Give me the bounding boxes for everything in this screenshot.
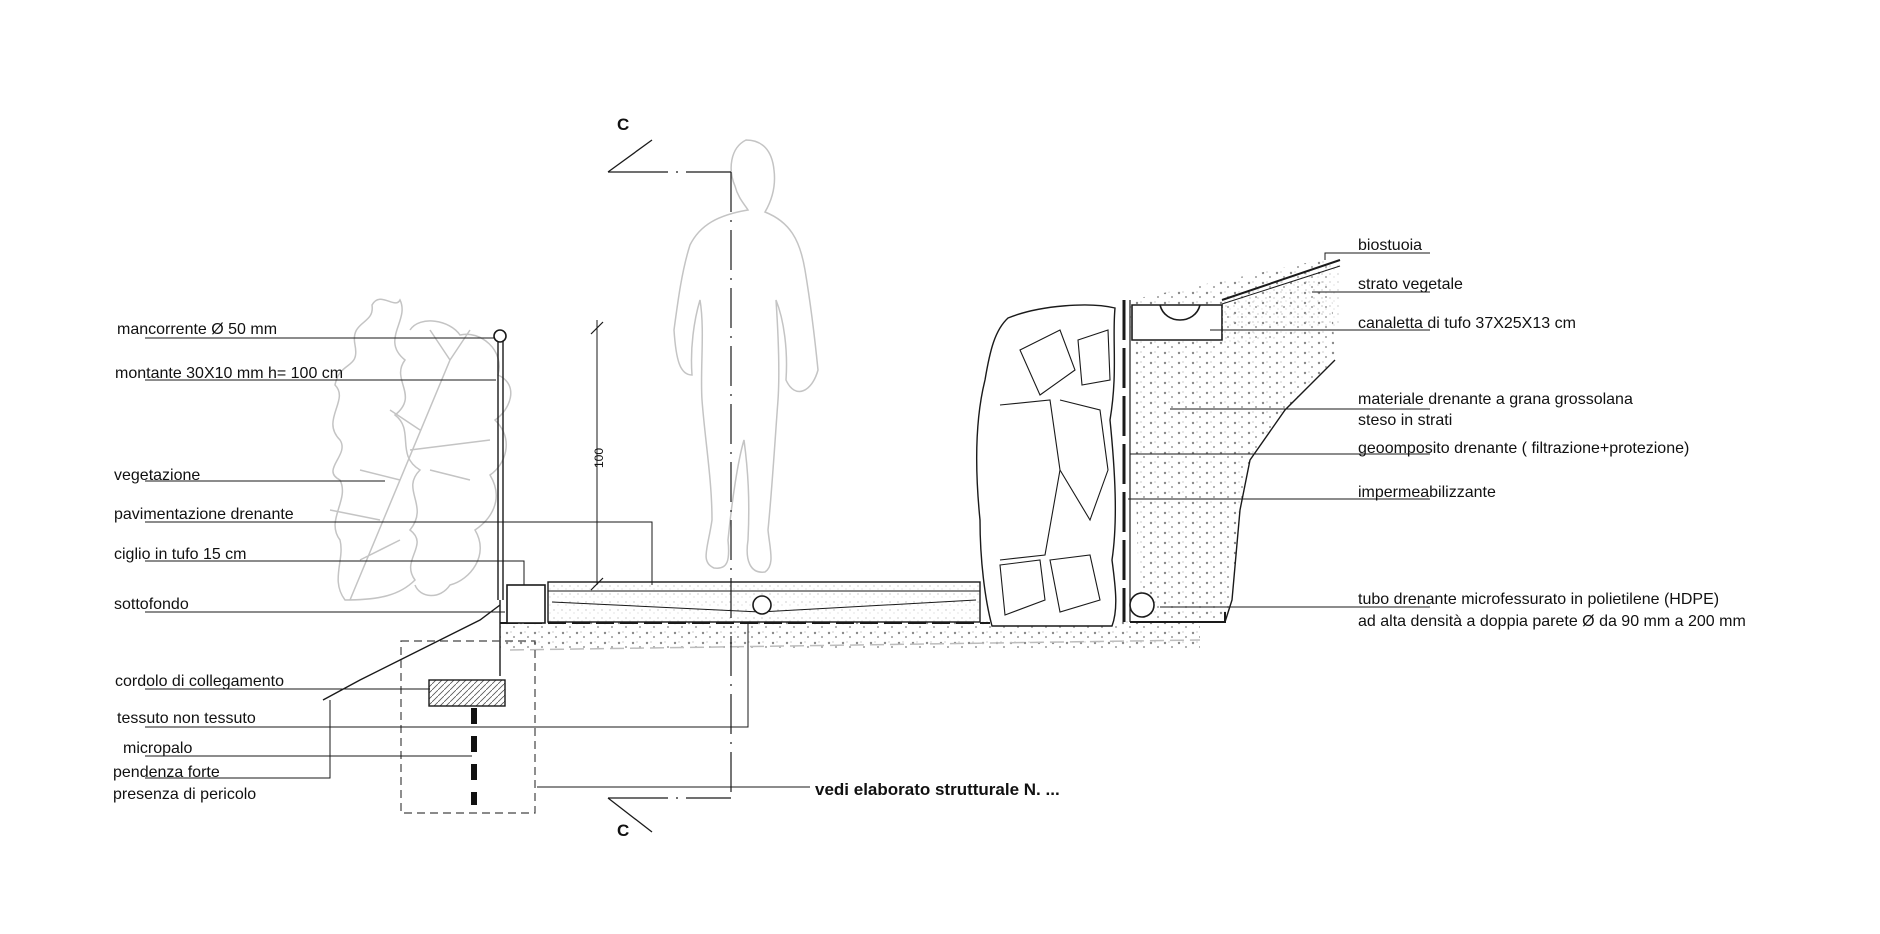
pavement-pipe [752, 595, 772, 615]
drain-pipe-icon [1129, 592, 1155, 618]
leaders-right [1128, 252, 1430, 608]
height-dimension [590, 320, 604, 591]
label-strato-vegetale: strato vegetale [1358, 276, 1463, 293]
drainage-backfill [1122, 258, 1336, 623]
label-tubo-1: tubo drenante microfessurato in polietil… [1358, 591, 1719, 608]
label-mancorrente: mancorrente Ø 50 mm [117, 321, 277, 338]
section-line-cc [607, 139, 732, 833]
structural-reference: vedi elaborato strutturale N. ... [815, 780, 1060, 799]
vegetal-layer [1221, 259, 1341, 345]
label-tubo-2: ad alta densità a doppia parete Ø da 90 … [1358, 613, 1746, 630]
handrail-icon [493, 329, 507, 343]
label-pendenza-1: pendenza forte [113, 764, 220, 781]
label-ciglio: ciglio in tufo 15 cm [114, 546, 247, 563]
label-materiale-2: steso in strati [1358, 412, 1452, 429]
label-tessuto: tessuto non tessuto [117, 710, 256, 727]
label-cordolo: cordolo di collegamento [115, 673, 284, 690]
label-canaletta: canaletta di tufo 37X25X13 cm [1358, 315, 1576, 332]
tree-outline [329, 298, 512, 601]
dimension-label: 100 [592, 448, 606, 468]
label-biostuoia: biostuoia [1358, 237, 1422, 254]
label-vegetazione: vegetazione [114, 467, 200, 484]
label-pendenza-2: presenza di pericolo [113, 786, 256, 803]
stone-wall [976, 304, 1117, 627]
drainage-pavement [547, 581, 981, 623]
railing [493, 329, 507, 676]
label-geocomposito: geoomposito drenante ( filtrazione+prote… [1358, 440, 1689, 457]
section-marker-top: C [617, 115, 629, 134]
human-figure [673, 139, 819, 573]
label-sottofondo: sottofondo [114, 596, 189, 613]
label-pavimentazione: pavimentazione drenante [114, 506, 294, 523]
label-materiale-1: materiale drenante a grana grossolana [1358, 391, 1633, 408]
label-montante: montante 30X10 mm h= 100 cm [115, 365, 343, 382]
tufo-curb [506, 584, 546, 624]
label-micropalo: micropalo [123, 740, 192, 757]
tufo-channel [1131, 304, 1223, 341]
slope-ground [322, 604, 501, 701]
connection-beam [428, 679, 506, 707]
label-impermeabilizzante: impermeabilizzante [1358, 484, 1496, 501]
section-marker-bottom: C [617, 821, 629, 840]
leaders-left [145, 337, 810, 788]
base-dashed [509, 639, 1201, 651]
